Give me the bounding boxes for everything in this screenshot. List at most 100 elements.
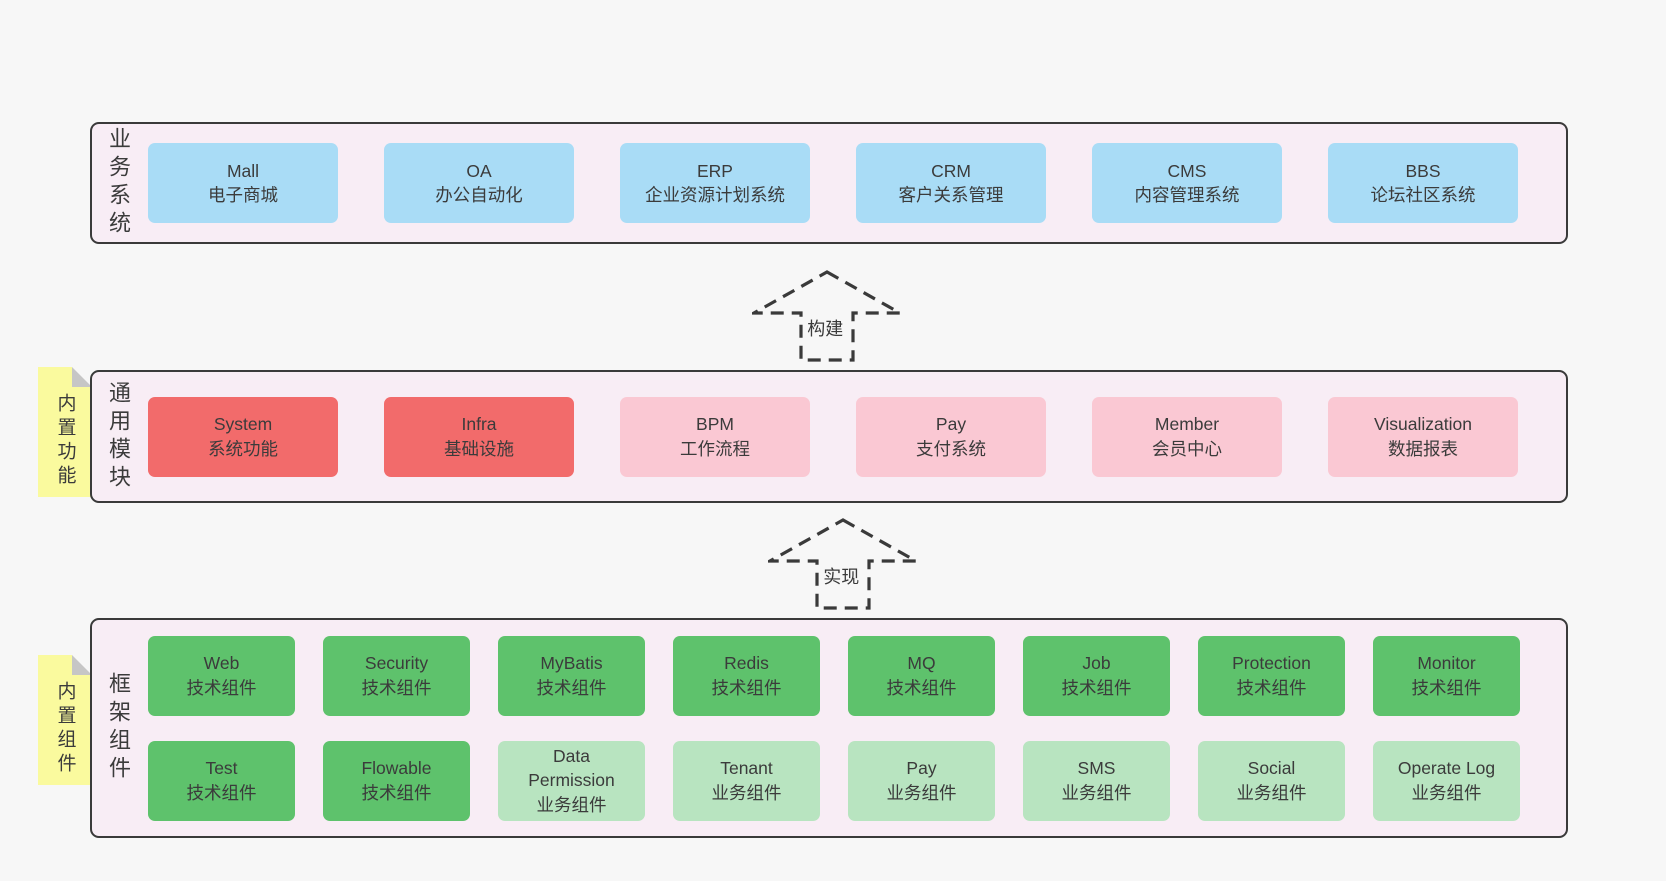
sticky-built-in-components-label: 内置组件 [54,681,76,777]
box-desc: 电子商城 [208,185,278,205]
box-desc: 业务组件 [1061,782,1132,803]
box-name: Mall [226,160,260,181]
band-components-label: 框架组件 [106,672,131,784]
box-data-permission: Data Permission 业务组件 [498,740,645,821]
box-sms: SMS 业务组件 [1023,740,1170,821]
box-flowable: Flowable 技术组件 [323,740,470,821]
box-name: CRM [931,160,971,181]
box-cms: CMS 内容管理系统 [1092,143,1282,223]
box-bpm: BPM 工作流程 [620,396,810,477]
sticky-built-in-features: 内置功能 [38,367,92,497]
box-name: Flowable [361,758,432,779]
box-name: Security [364,653,429,674]
box-name: SMS [1077,758,1116,779]
box-oa: OA 办公自动化 [384,143,574,223]
sticky-built-in-components: 内置组件 [38,655,92,785]
box-crm: CRM 客户关系管理 [856,143,1046,223]
box-name: Member [1154,414,1220,435]
box-desc: 技术组件 [1411,677,1482,698]
box-desc: 技术组件 [186,782,257,803]
build-arrow-label: 构建 [803,314,848,342]
box-name: MyBatis [540,653,603,674]
box-name: Protection [1232,653,1311,674]
box-name: Operate Log [1397,758,1496,779]
box-desc: 数据报表 [1388,438,1458,459]
box-pay-component: Pay 业务组件 [848,740,995,821]
box-mq: MQ 技术组件 [848,635,995,716]
box-name: Social [1247,758,1296,779]
box-tenant: Tenant 业务组件 [673,740,820,821]
box-desc: 内容管理系统 [1134,185,1240,205]
box-system: System 系统功能 [148,396,338,477]
band-business-systems: 业务系统 Mall 电子商城 OA 办公自动化 ERP 企业资源计划系统 CRM… [90,122,1568,244]
box-protection: Protection 技术组件 [1198,635,1345,716]
box-name: Visualization [1374,414,1472,435]
box-desc: 基础设施 [444,438,514,459]
modules-boxes-row: System 系统功能 Infra 基础设施 BPM 工作流程 Pay 支付系统… [148,396,1518,477]
box-redis: Redis 技术组件 [673,635,820,716]
box-name: System [213,414,273,435]
box-name: Test [205,758,238,779]
box-name: Tenant [720,758,773,779]
box-desc: 业务组件 [536,794,607,815]
box-name: MQ [907,653,936,674]
box-name: OA [466,160,492,181]
box-mybatis: MyBatis 技术组件 [498,635,645,716]
implement-arrow-label: 实现 [819,562,864,590]
box-desc: 业务组件 [1236,782,1307,803]
box-name: BBS [1405,160,1441,181]
box-desc: 系统功能 [208,438,278,459]
box-desc: 业务组件 [886,782,957,803]
box-desc: 技术组件 [1061,677,1132,698]
box-mall: Mall 电子商城 [148,143,338,223]
box-operate-log: Operate Log 业务组件 [1373,740,1520,821]
box-desc: 办公自动化 [435,185,523,205]
box-desc: 客户关系管理 [898,185,1004,205]
box-pay-module: Pay 支付系统 [856,396,1046,477]
box-bbs: BBS 论坛社区系统 [1328,143,1518,223]
box-name: Monitor [1417,653,1476,674]
box-name: ERP [697,160,733,181]
up-arrow-icon [768,518,918,610]
box-erp: ERP 企业资源计划系统 [620,143,810,223]
band-business-label: 业务系统 [106,127,131,239]
box-member: Member 会员中心 [1092,396,1282,477]
box-visualization: Visualization 数据报表 [1328,396,1518,477]
box-desc: 技术组件 [1236,677,1307,698]
band-common-modules: 通用模块 System 系统功能 Infra 基础设施 BPM 工作流程 Pay… [90,370,1568,503]
box-desc: 技术组件 [886,677,957,698]
box-desc: 工作流程 [680,438,750,459]
box-name: Pay [906,758,937,779]
box-web: Web 技术组件 [148,635,295,716]
sticky-built-in-features-label: 内置功能 [54,393,76,489]
box-name: Pay [935,414,967,435]
components-rows: Web 技术组件 Security 技术组件 MyBatis 技术组件 Redi… [148,635,1520,821]
box-desc: 企业资源计划系统 [645,185,785,205]
band-modules-label: 通用模块 [106,380,131,493]
box-job: Job 技术组件 [1023,635,1170,716]
components-row-2: Test 技术组件 Flowable 技术组件 Data Permission … [148,740,1520,821]
box-desc: 技术组件 [186,677,257,698]
box-name: CMS [1167,160,1207,181]
band-framework-components: 框架组件 Web 技术组件 Security 技术组件 MyBatis 技术组件… [90,618,1568,838]
box-desc: 技术组件 [536,677,607,698]
box-desc: 技术组件 [361,782,432,803]
box-name: BPM [696,414,734,435]
box-desc: 支付系统 [916,438,986,459]
components-row-1: Web 技术组件 Security 技术组件 MyBatis 技术组件 Redi… [148,635,1520,716]
box-desc: 论坛社区系统 [1370,185,1476,205]
business-boxes-row: Mall 电子商城 OA 办公自动化 ERP 企业资源计划系统 CRM 客户关系… [148,143,1518,223]
box-infra: Infra 基础设施 [384,396,574,477]
box-monitor: Monitor 技术组件 [1373,635,1520,716]
box-desc: 技术组件 [361,677,432,698]
box-name: Infra [461,414,497,435]
box-test: Test 技术组件 [148,740,295,821]
box-name: Redis [724,653,769,674]
box-desc: 会员中心 [1152,438,1222,459]
box-name: Data Permission [528,746,615,791]
box-desc: 技术组件 [711,677,782,698]
box-desc: 业务组件 [1411,782,1482,803]
box-social: Social 业务组件 [1198,740,1345,821]
box-security: Security 技术组件 [323,635,470,716]
box-name: Job [1082,653,1111,674]
